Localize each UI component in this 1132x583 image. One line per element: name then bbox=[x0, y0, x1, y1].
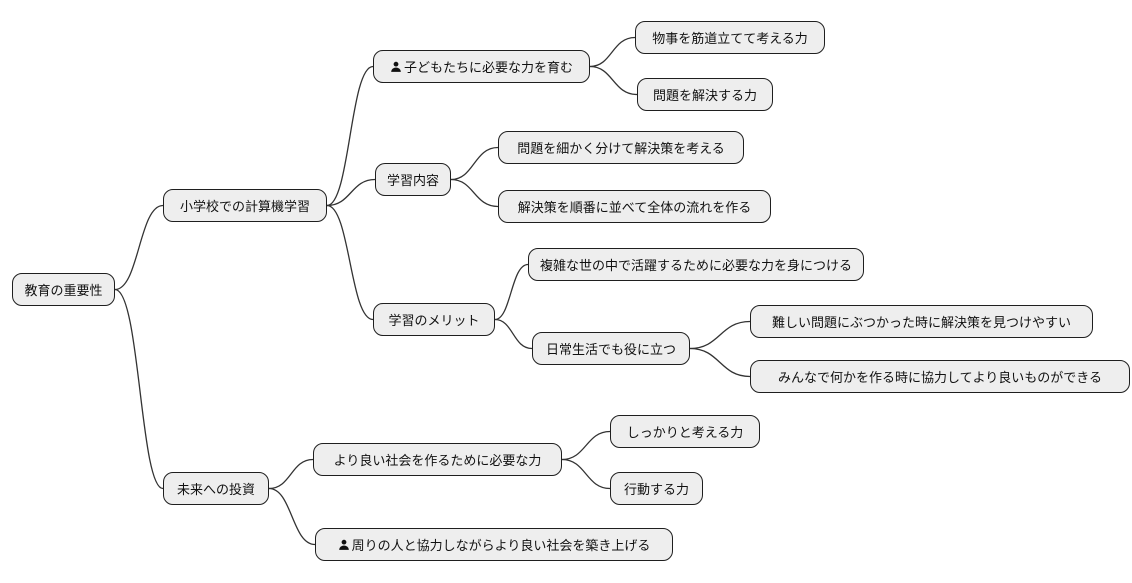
edge bbox=[268, 487, 316, 546]
node-label: 学習内容 bbox=[386, 173, 439, 188]
node-learning-merits[interactable]: 学習のメリット bbox=[373, 303, 495, 336]
node-break-down-problems[interactable]: 問題を細かく分けて解決策を考える bbox=[498, 131, 744, 164]
node-abilities-for-better-society[interactable]: より良い社会を作るために必要な力 bbox=[313, 443, 562, 476]
node-elementary-computer-learning[interactable]: 小学校での計算機学習 bbox=[163, 189, 327, 222]
edge bbox=[494, 318, 533, 350]
node-label: 難しい問題にぶつかった時に解決策を見つけやすい bbox=[771, 315, 1071, 330]
edge bbox=[561, 430, 611, 461]
node-label: 行動する力 bbox=[623, 482, 689, 497]
node-useful-daily-life[interactable]: 日常生活でも役に立つ bbox=[532, 332, 690, 365]
node-building-better-society[interactable]: 周りの人と協力しながらより良い社会を築き上げる bbox=[315, 528, 673, 561]
edge bbox=[450, 178, 499, 208]
edge bbox=[268, 458, 314, 490]
node-label: 解決策を順番に並べて全体の流れを作る bbox=[517, 200, 752, 215]
node-label: 周りの人と協力しながらより良い社会を築き上げる bbox=[351, 538, 651, 553]
edge bbox=[494, 263, 529, 321]
person-icon bbox=[390, 61, 402, 73]
node-skills-for-complex-world[interactable]: 複雑な世の中で活躍するために必要な力を身につける bbox=[528, 248, 864, 281]
edge bbox=[326, 65, 374, 207]
node-problem-solving[interactable]: 問題を解決する力 bbox=[637, 78, 773, 111]
edge bbox=[326, 178, 376, 207]
node-logical-thinking[interactable]: 物事を筋道立てて考える力 bbox=[635, 21, 825, 54]
node-label: 子どもたちに必要な力を育む bbox=[403, 60, 573, 75]
node-label: より良い社会を作るために必要な力 bbox=[333, 453, 542, 468]
node-label: 問題を細かく分けて解決策を考える bbox=[517, 141, 725, 156]
node-collaboration-better-products[interactable]: みんなで何かを作る時に協力してより良いものができる bbox=[750, 360, 1130, 393]
node-label: 教育の重要性 bbox=[24, 283, 103, 298]
edge bbox=[114, 288, 164, 490]
node-label: みんなで何かを作る時に協力してより良いものができる bbox=[777, 370, 1103, 385]
edge bbox=[114, 204, 164, 291]
node-finding-solutions[interactable]: 難しい問題にぶつかった時に解決策を見つけやすい bbox=[750, 305, 1093, 338]
edge bbox=[561, 458, 611, 490]
node-developing-children-abilities[interactable]: 子どもたちに必要な力を育む bbox=[373, 50, 590, 83]
node-label: 小学校での計算機学習 bbox=[179, 199, 310, 214]
edge bbox=[326, 204, 374, 321]
node-label: 未来への投資 bbox=[176, 482, 255, 497]
person-icon bbox=[338, 539, 350, 551]
node-label: 物事を筋道立てて考える力 bbox=[652, 31, 808, 46]
node-label: 複雑な世の中で活躍するために必要な力を身につける bbox=[539, 258, 852, 273]
node-learning-content[interactable]: 学習内容 bbox=[375, 163, 451, 196]
node-ordering-solutions[interactable]: 解決策を順番に並べて全体の流れを作る bbox=[498, 190, 771, 223]
node-action-ability[interactable]: 行動する力 bbox=[610, 472, 703, 505]
node-root[interactable]: 教育の重要性 bbox=[12, 273, 115, 306]
edge bbox=[589, 36, 636, 68]
node-label: しっかりと考える力 bbox=[626, 425, 744, 440]
edge bbox=[689, 347, 751, 378]
edge bbox=[689, 320, 751, 350]
node-label: 問題を解決する力 bbox=[652, 88, 757, 103]
node-future-investment[interactable]: 未来への投資 bbox=[163, 472, 269, 505]
edge bbox=[450, 146, 499, 181]
edge bbox=[589, 65, 638, 96]
node-label: 学習のメリット bbox=[388, 313, 480, 328]
node-label: 日常生活でも役に立つ bbox=[545, 342, 676, 357]
node-thinking-ability[interactable]: しっかりと考える力 bbox=[610, 415, 760, 448]
